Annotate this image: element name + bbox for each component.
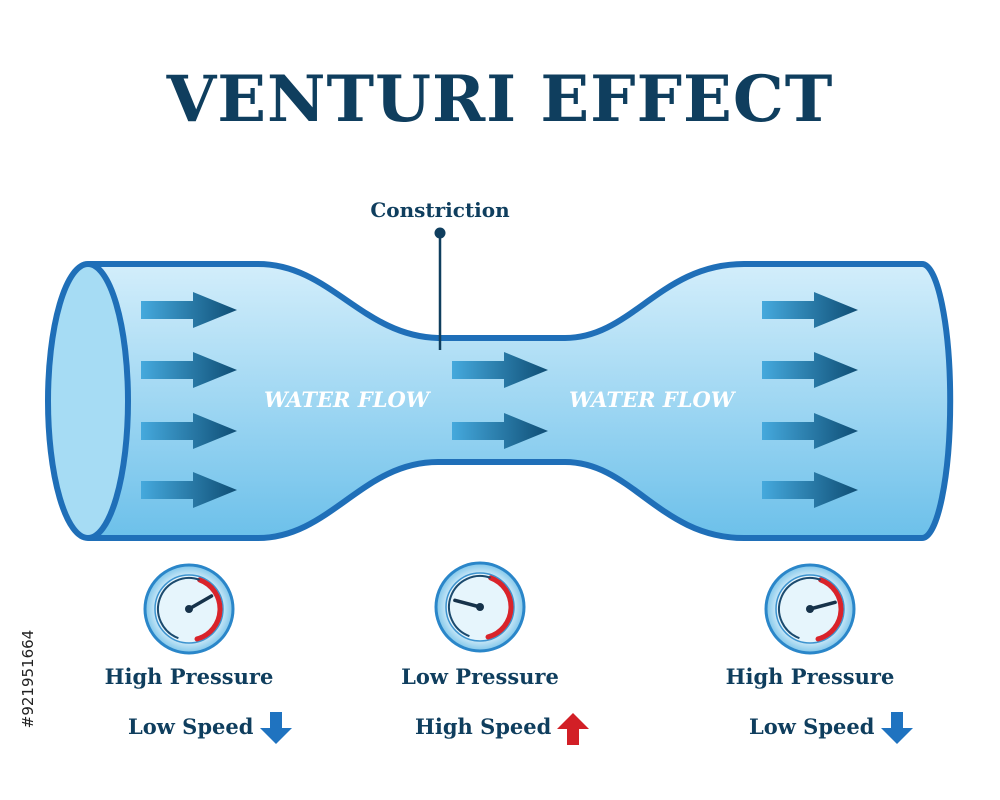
flow-arrow-icon	[762, 413, 858, 449]
speed-label-left: Low Speed	[128, 714, 254, 739]
flow-arrow-icon	[762, 352, 858, 388]
speed-label-center: High Speed	[415, 714, 552, 739]
constriction-label: Constriction	[370, 198, 510, 222]
flow-arrow-icon	[452, 352, 548, 388]
constriction-pointer	[434, 227, 446, 350]
pressure-gauge-icon	[143, 563, 235, 655]
arrow-down-icon	[260, 712, 292, 744]
flow-arrow-icon	[141, 413, 237, 449]
water-flow-label-right: WATER FLOW	[569, 387, 735, 412]
flow-arrow-icon	[141, 352, 237, 388]
stock-id-stamp: #921951664	[19, 629, 37, 729]
pressure-gauge-icon	[764, 563, 856, 655]
flow-arrow-icon	[141, 472, 237, 508]
flow-arrow-icon	[452, 413, 548, 449]
flow-arrow-icon	[762, 472, 858, 508]
page-title: VENTURI EFFECT	[166, 62, 834, 137]
pressure-label-center: Low Pressure	[401, 664, 559, 689]
pressure-label-left: High Pressure	[104, 664, 274, 689]
pipe-body	[88, 261, 954, 541]
water-flow-label-left: WATER FLOW	[264, 387, 430, 412]
flow-arrow-icon	[762, 292, 858, 328]
pressure-gauge-icon	[434, 561, 526, 653]
arrow-up-icon	[557, 713, 589, 745]
arrow-down-icon	[881, 712, 913, 744]
pressure-label-right: High Pressure	[725, 664, 895, 689]
pipe-opening	[45, 261, 131, 541]
speed-label-right: Low Speed	[749, 714, 875, 739]
flow-arrow-icon	[141, 292, 237, 328]
